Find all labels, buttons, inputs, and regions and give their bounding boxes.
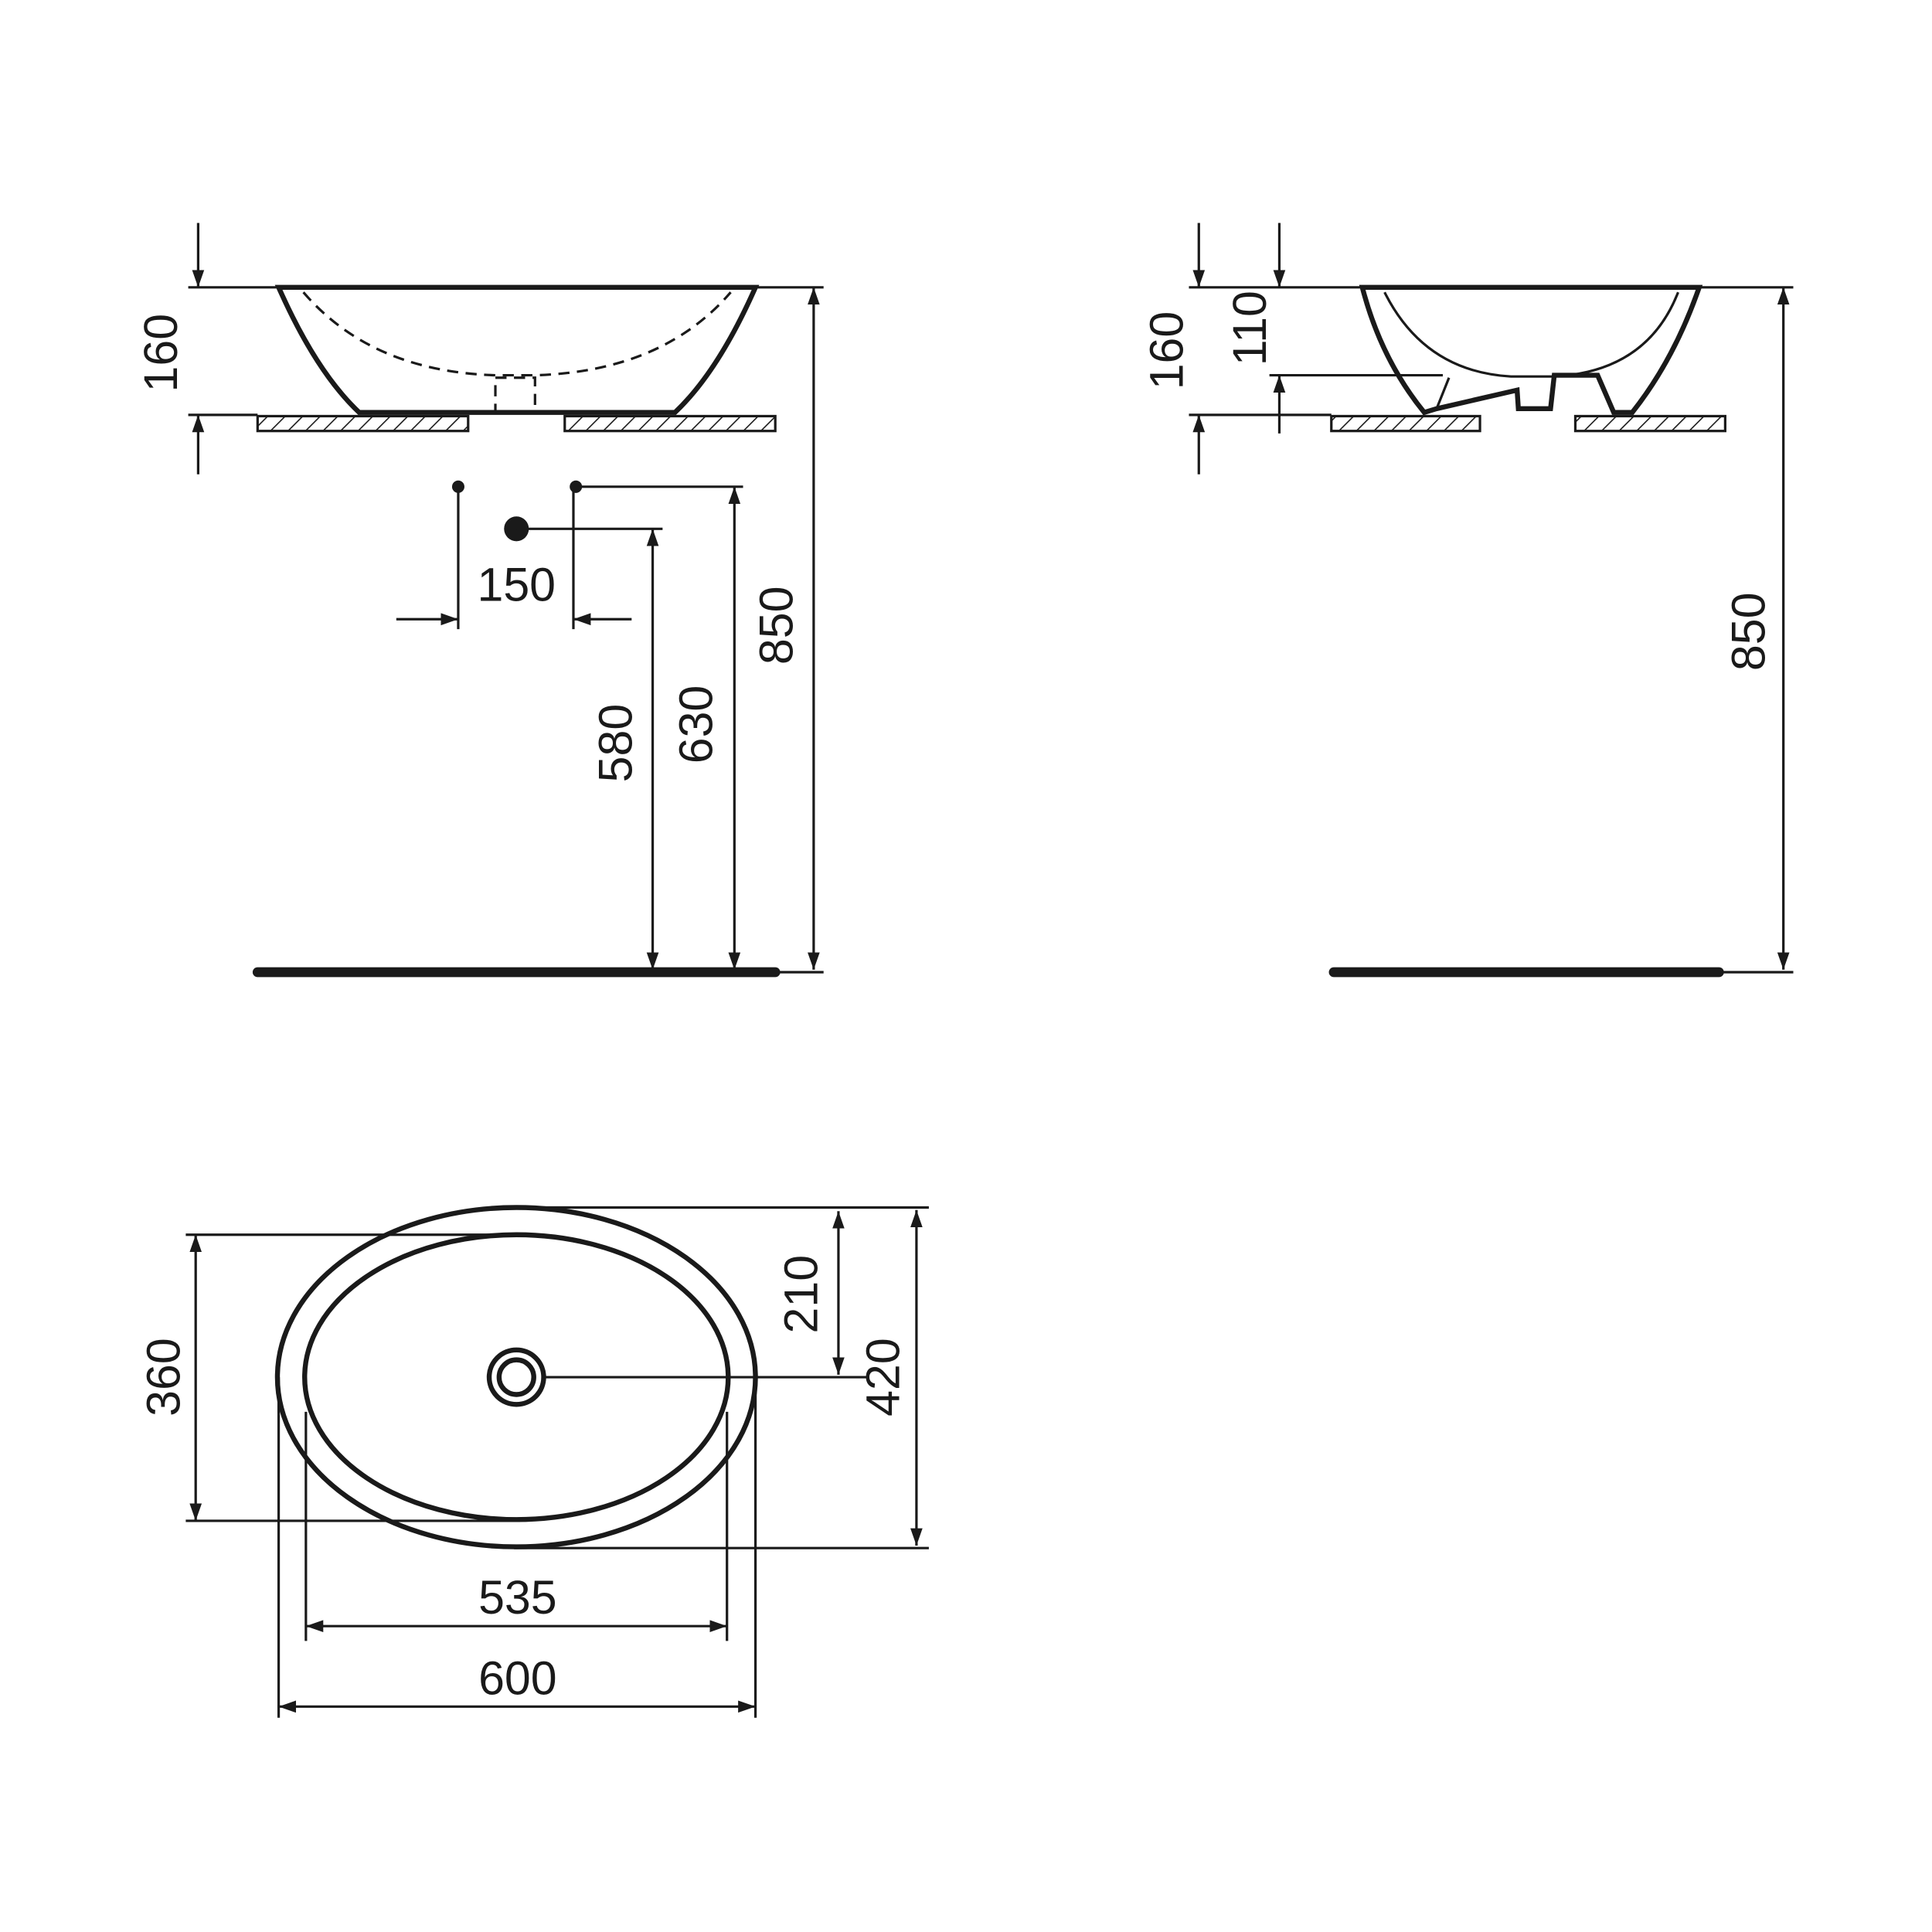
drain-inner [496, 1357, 536, 1397]
counter-slab-left [256, 414, 470, 433]
dim-supply-height: 630 [670, 685, 723, 764]
basin-section [1359, 284, 1703, 416]
dim-waste-height: 580 [589, 704, 641, 783]
side-view: 160 110 850 [1141, 223, 1794, 978]
counter-slab-left [1330, 414, 1481, 433]
dim-rim-height: 850 [1723, 593, 1775, 672]
dim-inner-depth: 110 [1223, 291, 1276, 366]
drain-dashed [494, 376, 536, 414]
dim-basin-height: 160 [1141, 311, 1193, 390]
counter-slab-right [1573, 414, 1726, 433]
dim-basin-height: 160 [134, 314, 187, 393]
dim-drain-offset: 210 [775, 1255, 828, 1334]
dim-outer-length: 600 [478, 1651, 557, 1704]
basin-inner-dashed [302, 291, 732, 377]
top-view: 360 210 420 535 600 [137, 1205, 929, 1718]
dim-rim-height: 850 [750, 587, 803, 665]
dim-inner-width: 360 [137, 1338, 189, 1417]
dim-outer-depth: 420 [857, 1338, 910, 1417]
dim-tap-spacing: 150 [477, 558, 556, 611]
dim-inner-length: 535 [478, 1571, 557, 1624]
basin-outline [274, 284, 760, 415]
counter-slab-right [563, 414, 777, 433]
front-view: 160 150 580 630 850 [134, 223, 824, 978]
